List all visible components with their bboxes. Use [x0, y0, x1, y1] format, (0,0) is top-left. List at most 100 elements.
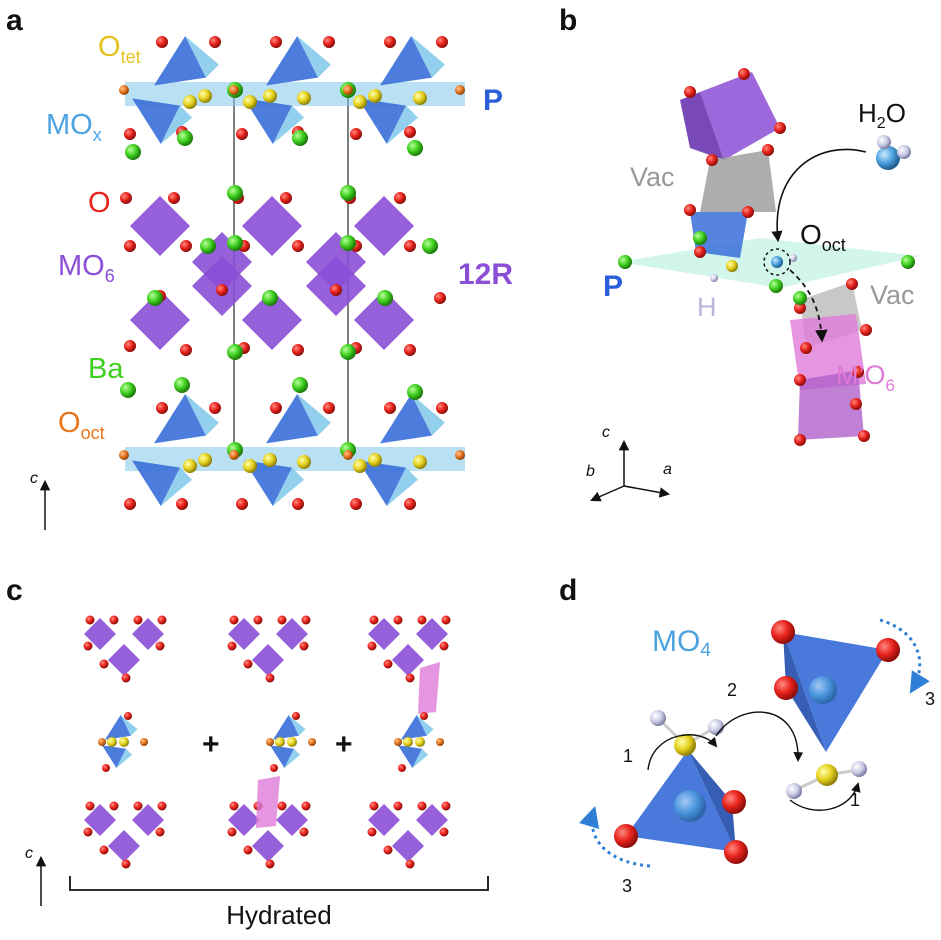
mo6-octahedron — [368, 618, 400, 650]
o-tet-atom — [726, 260, 738, 272]
atoms-panel-b — [618, 68, 915, 446]
oxygen-atom — [684, 86, 696, 98]
mo6-octahedron — [84, 618, 116, 650]
oxygen-atom — [404, 240, 416, 252]
mox-tetrahedron-face — [284, 748, 300, 768]
barium-atom — [292, 377, 308, 393]
barium-atom — [227, 344, 243, 360]
oxygen-atom — [280, 192, 292, 204]
barium-atom — [125, 144, 141, 160]
oxygen-atom — [762, 144, 774, 156]
oxygen-atom — [229, 801, 239, 811]
oxygen-atom — [860, 324, 872, 336]
oxygen-atom — [265, 673, 275, 683]
oxygen-atom — [83, 641, 93, 651]
hydrated-bracket — [69, 876, 489, 891]
atoms-panel-a — [119, 36, 465, 510]
mo6-octahedron — [108, 830, 140, 862]
o-tet-atom — [243, 459, 257, 473]
oxygen-atom — [434, 292, 446, 304]
oxygen-atom — [774, 676, 798, 700]
oxygen-atom — [367, 641, 377, 651]
hydration-configurations — [83, 615, 451, 869]
mox-tetrahedron — [380, 36, 432, 86]
mox-tetrahedron-face — [272, 105, 304, 144]
oxygen-atom — [771, 620, 795, 644]
oxygen-atom — [180, 240, 192, 252]
oxygen-atom — [243, 659, 253, 669]
mox-tetrahedron — [154, 36, 206, 86]
o-tet-atom — [198, 453, 212, 467]
curved-arrow-icon — [771, 148, 867, 243]
oxygen-atom — [794, 374, 806, 386]
oxygen-atom — [850, 398, 862, 410]
oxygen-atom — [301, 615, 311, 625]
oxygen-atom — [330, 284, 342, 296]
o-tet-atom — [263, 453, 277, 467]
mox-tetrahedron — [273, 715, 299, 740]
oxygen-atom — [265, 859, 275, 869]
mox-tetrahedron — [105, 715, 131, 740]
o-tet-atom — [403, 737, 413, 747]
mo6-octahedron — [368, 804, 400, 836]
barium-atom — [200, 238, 216, 254]
oxygen-atom — [738, 68, 750, 80]
oxygen-atom — [133, 615, 143, 625]
oxygen-atom — [393, 801, 403, 811]
oxygen-atom — [614, 824, 638, 848]
mox-tetrahedron — [358, 98, 406, 144]
oxygen-atom — [270, 36, 282, 48]
panel-letter-b: b — [559, 4, 577, 37]
mo6-octahedron — [132, 804, 164, 836]
oxygen-atom — [441, 801, 451, 811]
mo6-octahedron — [228, 804, 260, 836]
o-tet-atom — [297, 455, 311, 469]
o-oct-atom — [394, 738, 402, 746]
mox-tetrahedron-face — [297, 394, 331, 436]
mox-tetrahedron — [358, 460, 406, 506]
curved-arrow-icon — [715, 711, 804, 762]
curved-arrow-icon — [647, 734, 718, 771]
mo6-octahedron — [242, 196, 302, 256]
mo6-octahedron — [130, 196, 190, 256]
oxygen-atom — [176, 498, 188, 510]
mo6-octahedron — [108, 644, 140, 676]
step-label: 1 — [623, 746, 633, 766]
oxygen-atom — [398, 764, 406, 772]
oxygen-atom — [794, 434, 806, 446]
mo6-octahedron-face — [680, 92, 724, 160]
oxygen-atom — [439, 827, 449, 837]
mo6-octahedron — [276, 804, 308, 836]
oxygen-atom — [384, 36, 396, 48]
axis-a-arrow-icon — [623, 485, 671, 498]
mox-tetrahedron-face — [272, 467, 304, 506]
oxygen-atom — [277, 801, 287, 811]
step-label: 3 — [925, 689, 935, 709]
mox-tetrahedron-face — [411, 36, 445, 78]
oxygen-atom — [404, 126, 416, 138]
oxygen-atom — [350, 128, 362, 140]
oxygen-atom — [292, 344, 304, 356]
o-oct-atom — [455, 450, 465, 460]
oxygen-atom — [124, 340, 136, 352]
o-tet-atom — [183, 459, 197, 473]
oxygen-atom — [124, 128, 136, 140]
plus-sign: + — [202, 728, 220, 761]
oxygen-atom — [323, 402, 335, 414]
oxygen-atom — [99, 659, 109, 669]
label-12r: 12R — [458, 258, 513, 291]
mo6-octahedron — [276, 618, 308, 650]
mox-tetrahedron-face — [185, 394, 219, 436]
hydrogen-atom — [897, 145, 911, 159]
oxygen-atom — [876, 638, 900, 662]
mo6-octahedron — [354, 290, 414, 350]
barium-atom — [407, 140, 423, 156]
oxygen-atom — [124, 240, 136, 252]
barium-atom — [227, 185, 243, 201]
oxygen-atom — [180, 344, 192, 356]
o-oct-atom — [140, 738, 148, 746]
mo6-octahedron — [354, 196, 414, 256]
oxygen-atom — [292, 498, 304, 510]
mox-tetrahedron — [266, 36, 318, 86]
oxygen-atom — [384, 402, 396, 414]
